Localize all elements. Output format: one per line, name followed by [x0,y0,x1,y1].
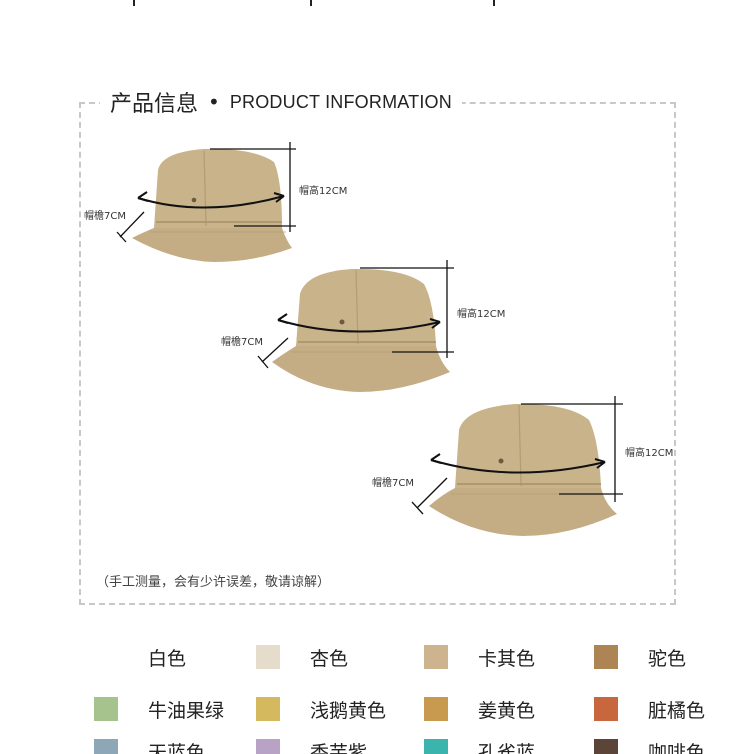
hat-brim-label: 帽檐7CM [372,478,414,489]
bucket-hat-image [116,142,296,262]
section-title-cn: 产品信息 [110,92,199,117]
color-name: 孔雀蓝 [478,741,536,754]
hat-brim-label: 帽檐7CM [221,337,263,348]
hat-diagram-2 [252,258,462,398]
color-swatch [256,739,280,754]
measurement-note: （手工测量，会有少许误差，敬请谅解） [96,575,331,590]
color-option: 香芋紫 [256,736,367,754]
color-option: 姜黄色 [424,694,535,724]
color-swatch [424,739,448,754]
hat-height-label: 帽高12CM [299,186,348,197]
color-name: 香芋紫 [310,741,368,754]
color-option: 卡其色 [424,642,535,672]
color-option: 咖啡色 [594,736,705,754]
color-swatch [424,697,448,721]
color-option: 驼色 [594,642,686,672]
section-title-en: PRODUCT INFORMATION [229,91,452,112]
bucket-hat-image [257,260,454,392]
color-swatch [94,697,118,721]
color-option: 牛油果绿 [94,694,224,724]
color-name: 天蓝色 [148,741,206,754]
top-divider-tick [493,0,495,6]
top-divider-tick [133,0,135,6]
color-option: 孔雀蓝 [424,736,535,754]
color-option: 脏橘色 [594,694,705,724]
color-name: 脏橘色 [648,699,706,722]
color-option: 天蓝色 [94,736,205,754]
color-option: 白色 [94,642,186,672]
color-swatch [256,697,280,721]
color-swatch [594,739,618,754]
color-swatch [594,697,618,721]
color-name: 咖啡色 [648,741,706,754]
color-name: 姜黄色 [478,699,536,722]
hat-diagram-3 [409,394,629,544]
color-swatch [594,645,618,669]
hat-diagram-1 [114,140,304,270]
color-name: 卡其色 [478,647,536,670]
color-name: 白色 [148,647,187,670]
color-name: 驼色 [648,647,687,670]
top-divider-tick [310,0,312,6]
title-separator-dot: • [208,90,220,114]
hat-brim-label: 帽檐7CM [84,211,126,222]
color-option: 浅鹅黄色 [256,694,386,724]
bucket-hat-image [411,396,623,536]
color-name: 牛油果绿 [148,699,225,722]
color-option: 杏色 [256,642,348,672]
hat-height-label: 帽高12CM [457,309,506,320]
color-swatch [94,739,118,754]
hat-height-label: 帽高12CM [625,448,674,459]
color-swatch [256,645,280,669]
color-swatch [94,645,118,669]
section-title: 产品信息 • PRODUCT INFORMATION [100,86,462,118]
color-name: 浅鹅黄色 [310,699,387,722]
color-name: 杏色 [310,647,349,670]
color-swatch [424,645,448,669]
